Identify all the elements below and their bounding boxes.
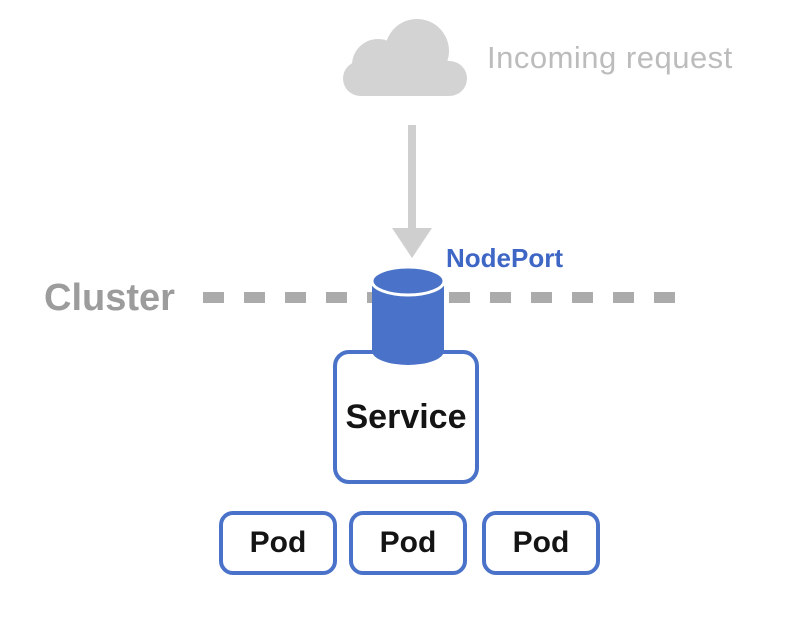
- pod-label: Pod: [249, 526, 307, 559]
- arrow-down-icon: [392, 125, 432, 258]
- service-box: Service: [333, 350, 479, 484]
- pod-label: Pod: [379, 526, 437, 559]
- pod-label: Pod: [512, 526, 570, 559]
- nodeport-label: NodePort: [446, 243, 563, 273]
- cloud-icon: [343, 19, 467, 96]
- pod-box-1: Pod: [219, 511, 337, 575]
- pod-box-3: Pod: [482, 511, 600, 575]
- cloud-icon-container: [342, 18, 468, 96]
- cluster-boundary-line: [203, 292, 689, 303]
- cluster-label: Cluster: [44, 277, 175, 319]
- database-cylinder-icon: [370, 265, 446, 365]
- pod-box-2: Pod: [349, 511, 467, 575]
- incoming-request-label: Incoming request: [487, 40, 733, 75]
- arrow-down-icon-container: [392, 125, 432, 258]
- database-cylinder-icon-container: [370, 265, 446, 367]
- service-label: Service: [345, 397, 467, 436]
